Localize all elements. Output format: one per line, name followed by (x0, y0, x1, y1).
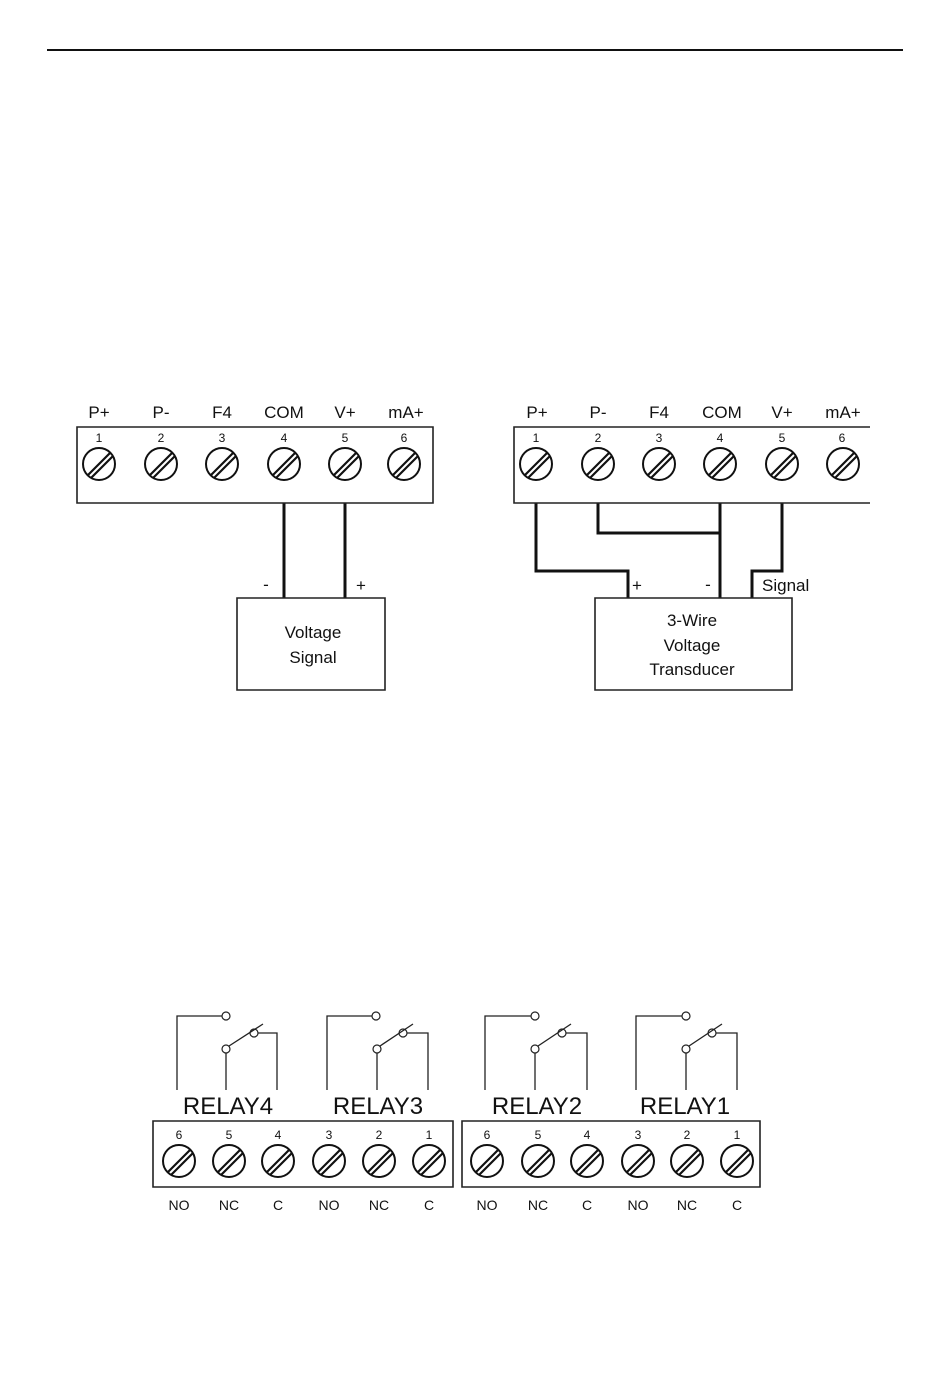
relay-diagram: RELAY4 RELAY3 RELAY2 RELAY1 6 NO 5 NC 4 (153, 1012, 760, 1213)
relay-terminal-block-left: 6 NO 5 NC 4 C 3 (153, 1121, 453, 1213)
transducer-diagram: P+ 1 P- 2 F4 3 COM 4 (514, 403, 870, 690)
terminal-number: 1 (426, 1128, 433, 1142)
terminal-number: 1 (533, 431, 540, 445)
terminal-label: COM (264, 403, 304, 422)
voltage-signal-title-line2: Signal (289, 648, 336, 667)
terminal-number: 5 (535, 1128, 542, 1142)
terminal-number: 6 (484, 1128, 491, 1142)
relay-terminal-block-right: 6 NO 5 NC 4 C 3 (462, 1121, 760, 1213)
terminal-strip-frame (514, 427, 870, 503)
relay2-label: RELAY2 (492, 1093, 582, 1120)
relay-arm (380, 1024, 413, 1046)
relay2-contact-symbol (485, 1012, 587, 1090)
relay-no-node (531, 1012, 539, 1020)
relay-common-node (222, 1045, 230, 1053)
voltage-signal-box-frame (237, 598, 385, 690)
terminal-number: 5 (226, 1128, 233, 1142)
relay-no-line (177, 1016, 222, 1090)
relay4-contact-symbol (177, 1012, 277, 1090)
terminal-number: 3 (219, 431, 226, 445)
transducer-title-line3: Transducer (649, 660, 735, 679)
terminal-number: 2 (684, 1128, 691, 1142)
terminal-number: 2 (376, 1128, 383, 1142)
relay4-label: RELAY4 (183, 1093, 273, 1120)
terminal-number: 1 (96, 431, 103, 445)
terminal-number: 1 (734, 1128, 741, 1142)
terminal-label: P- (153, 403, 170, 422)
contact-label: NO (319, 1197, 340, 1213)
terminal-label: mA+ (825, 403, 861, 422)
terminal-number: 3 (656, 431, 663, 445)
contact-label: NC (528, 1197, 548, 1213)
contact-label: NO (477, 1197, 498, 1213)
contact-label: NC (219, 1197, 239, 1213)
terminal-number: 3 (326, 1128, 333, 1142)
terminal-label: F4 (212, 403, 232, 422)
relay-nc-line (716, 1033, 737, 1090)
relay1-contact-symbol (636, 1012, 737, 1090)
relay-no-node (682, 1012, 690, 1020)
terminal-label: mA+ (388, 403, 424, 422)
terminal-number: 2 (595, 431, 602, 445)
voltage-signal-title-line1: Voltage (285, 623, 342, 642)
wire-minus-label: - (705, 575, 711, 594)
relay-no-line (485, 1016, 531, 1090)
relay-strip-frame (462, 1121, 760, 1187)
terminal-block-left: P+ 1 P- 2 F4 3 COM 4 (77, 403, 433, 503)
relay-no-line (636, 1016, 682, 1090)
contact-label: C (273, 1197, 283, 1213)
terminal-label: COM (702, 403, 742, 422)
terminal-label: V+ (771, 403, 792, 422)
contact-label: C (424, 1197, 434, 1213)
wire-plus-label: + (632, 576, 642, 595)
terminal-number: 3 (635, 1128, 642, 1142)
relay-nc-line (258, 1033, 277, 1090)
terminal-number: 4 (275, 1128, 282, 1142)
relay-no-node (222, 1012, 230, 1020)
terminal-block-right: P+ 1 P- 2 F4 3 COM 4 (514, 403, 870, 503)
wire-plus-label: + (356, 576, 366, 595)
relay-common-node (531, 1045, 539, 1053)
terminal-label: P+ (526, 403, 547, 422)
relay-nc-line (566, 1033, 587, 1090)
relay-no-line (327, 1016, 372, 1090)
terminal-strip-frame (77, 427, 433, 503)
terminal-number: 2 (158, 431, 165, 445)
terminal-label: P- (590, 403, 607, 422)
relay-common-node (373, 1045, 381, 1053)
relay-no-node (372, 1012, 380, 1020)
relay-strip-frame (153, 1121, 453, 1187)
contact-label: C (582, 1197, 592, 1213)
terminal-label: V+ (334, 403, 355, 422)
terminal-number: 6 (176, 1128, 183, 1142)
terminal-number: 5 (342, 431, 349, 445)
terminal-number: 5 (779, 431, 786, 445)
transducer-title-line1: 3-Wire (667, 611, 717, 630)
terminal-number: 4 (281, 431, 288, 445)
terminal-number: 6 (839, 431, 846, 445)
voltage-signal-diagram: P+ 1 P- 2 F4 3 COM 4 (77, 403, 433, 690)
wire-signal-label: Signal (762, 576, 809, 595)
contact-label: NO (169, 1197, 190, 1213)
relay-nc-line (407, 1033, 428, 1090)
relay3-contact-symbol (327, 1012, 428, 1090)
relay-common-node (682, 1045, 690, 1053)
terminal-number: 6 (401, 431, 408, 445)
voltage-signal-box: - + Voltage Signal (237, 575, 385, 690)
contact-label: C (732, 1197, 742, 1213)
relay3-label: RELAY3 (333, 1093, 423, 1120)
contact-label: NC (369, 1197, 389, 1213)
contact-label: NO (628, 1197, 649, 1213)
wire-minus-label: - (263, 575, 269, 594)
transducer-title-line2: Voltage (664, 636, 721, 655)
relay1-label: RELAY1 (640, 1093, 730, 1120)
relay-arm (689, 1024, 722, 1046)
terminal-number: 4 (584, 1128, 591, 1142)
contact-label: NC (677, 1197, 697, 1213)
terminal-label: F4 (649, 403, 669, 422)
terminal-number: 4 (717, 431, 724, 445)
terminal-label: P+ (88, 403, 109, 422)
